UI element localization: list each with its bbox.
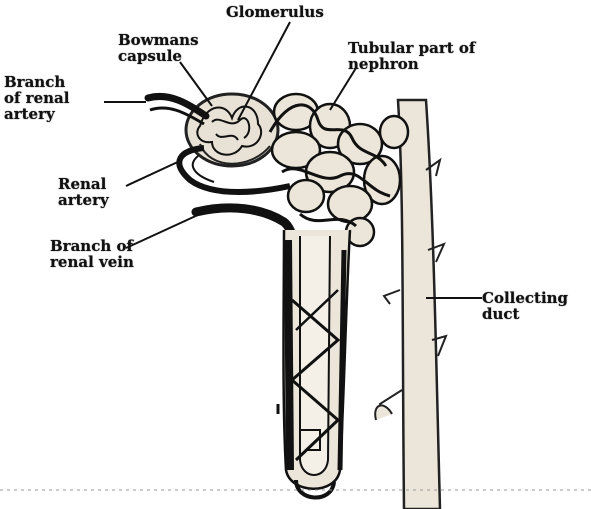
label-bowmans-capsule: Bowmans capsule: [118, 32, 199, 64]
label-renal-artery: Renal artery: [58, 176, 109, 208]
leader-tubular: [330, 68, 356, 110]
label-branch-renal-artery: Branch of renal artery: [4, 74, 69, 122]
label-collecting-duct: Collecting duct: [482, 290, 568, 322]
leader-renal-vein: [126, 214, 200, 248]
label-glomerulus: Glomerulus: [226, 4, 324, 20]
label-branch-renal-vein: Branch of renal vein: [50, 238, 134, 270]
loop-of-henle: [278, 230, 350, 498]
label-tubular-part: Tubular part of nephron: [348, 40, 475, 72]
leader-renal-artery: [126, 160, 182, 186]
branch-renal-artery: [148, 96, 206, 124]
bowmans-capsule: [186, 94, 278, 166]
branch-renal-vein: [196, 208, 296, 270]
